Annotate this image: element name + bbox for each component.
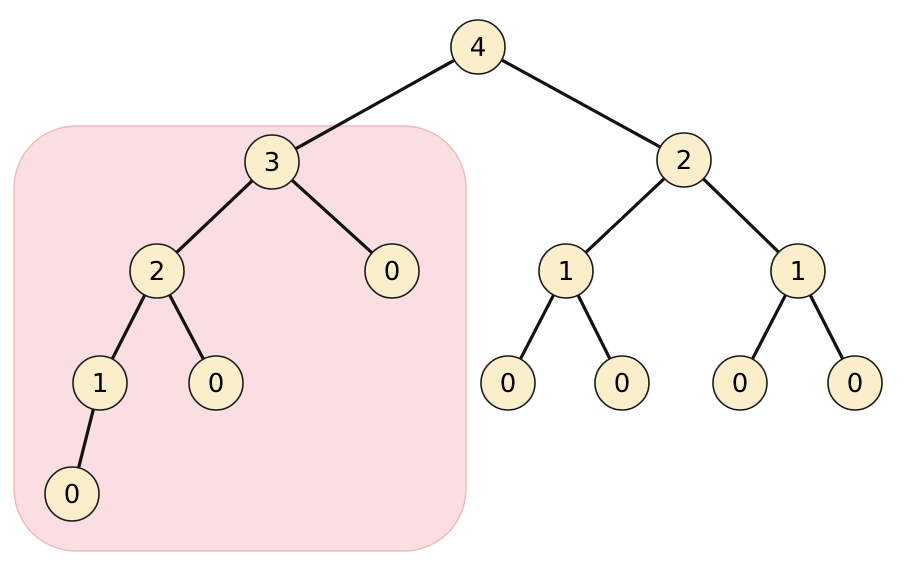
node-circle-n0RRR[interactable] [827,355,883,411]
tree-node-n2R[interactable]: 2 [656,132,712,188]
tree-edge-n2R-to-n1RL [582,175,668,256]
tree-node-n1L[interactable]: 1 [72,355,128,411]
tree-node-n0R3[interactable]: 0 [364,243,420,299]
tree-node-n0L1[interactable]: 0 [44,466,100,522]
node-label-n1RR: 1 [790,257,807,287]
highlight-layer [13,125,467,552]
node-circle-n1L[interactable] [72,355,128,411]
node-label-n0RLL: 0 [500,369,517,399]
node-circle-n0R2[interactable] [188,355,244,411]
tree-edge-n2L-to-n1L [109,291,148,363]
tree-node-n0RRR[interactable]: 0 [827,355,883,411]
node-circle-n0RLL[interactable] [480,355,536,411]
node-label-n2L: 2 [149,257,166,287]
tree-edge-n1L-to-n0L1 [76,405,96,472]
tree-node-n0R2[interactable]: 0 [188,355,244,411]
tree-edge-n1RR-to-n0RRL [749,291,789,363]
tree-node-n2L[interactable]: 2 [129,243,185,299]
tree-node-n0RLL[interactable]: 0 [480,355,536,411]
tree-edge-n2L-to-n0R2 [167,291,206,363]
tree-edge-n3-to-n2L [173,177,256,256]
node-label-n1L: 1 [92,369,109,399]
tree-edge-n2R-to-n1RR [700,175,782,256]
tree-edge-n4-to-n3 [292,57,458,152]
tree-node-n4[interactable]: 4 [450,19,506,75]
node-label-n0R3: 0 [384,257,401,287]
node-label-n0RLR: 0 [614,369,631,399]
tree-node-n1RR[interactable]: 1 [770,243,826,299]
tree-edge-n4-to-n2R [498,57,664,150]
node-circle-n0R3[interactable] [364,243,420,299]
node-label-n0RRL: 0 [732,369,749,399]
node-circle-n1RL[interactable] [538,243,594,299]
node-layer: 4 3 2 2 0 1 1 1 0 0 0 0 0 0 [44,19,883,522]
tree-node-n0RRL[interactable]: 0 [712,355,768,411]
edge-layer [76,57,846,472]
node-label-n4: 4 [470,33,487,63]
node-label-n1RL: 1 [558,257,575,287]
node-label-n0L1: 0 [64,480,81,510]
tree-edge-n1RL-to-n0RLR [575,291,613,363]
node-circle-n3[interactable] [244,134,300,190]
tree-edge-n1RR-to-n0RRR [807,291,846,363]
tree-node-n3[interactable]: 3 [244,134,300,190]
node-label-n0RRR: 0 [847,369,864,399]
node-circle-n0RRL[interactable] [712,355,768,411]
tree-node-n1RL[interactable]: 1 [538,243,594,299]
node-label-n2R: 2 [676,146,693,176]
tree-edge-n1RL-to-n0RLL [517,291,557,363]
highlighted-subtree-region [13,125,467,552]
node-circle-n2L[interactable] [129,243,185,299]
node-circle-n0L1[interactable] [44,466,100,522]
node-circle-n0RLR[interactable] [594,355,650,411]
tree-edge-n3-to-n0R3 [288,177,376,256]
node-circle-n4[interactable] [450,19,506,75]
node-label-n3: 3 [264,148,281,178]
node-circle-n1RR[interactable] [770,243,826,299]
node-label-n0R2: 0 [208,369,225,399]
node-circle-n2R[interactable] [656,132,712,188]
tree-node-n0RLR[interactable]: 0 [594,355,650,411]
